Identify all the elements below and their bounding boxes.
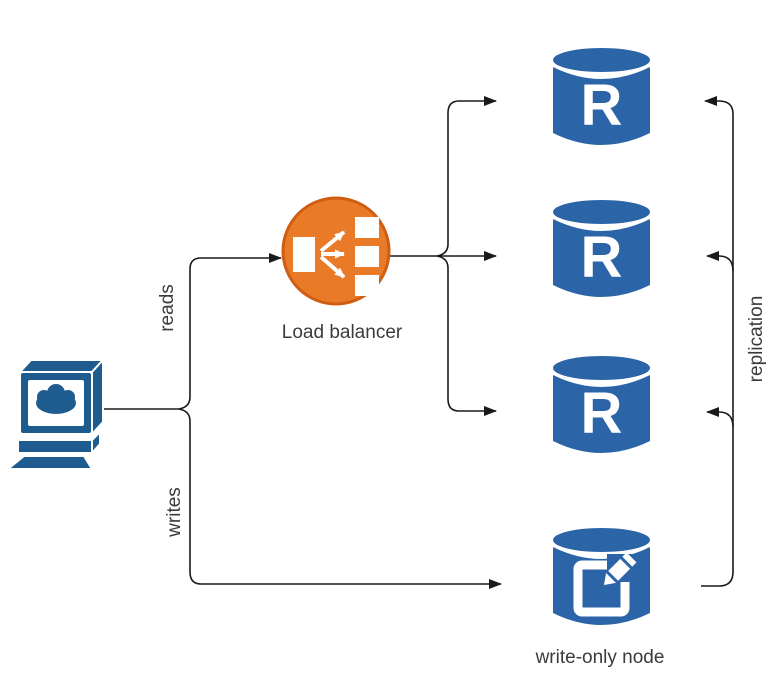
writes-edge-label: writes — [164, 487, 185, 537]
write-only-node-label: write-only node — [535, 647, 665, 668]
computer-base — [17, 439, 93, 454]
client-computer-icon[interactable] — [5, 357, 106, 470]
replication-main-edge — [701, 96, 734, 587]
lb-target-node-3 — [355, 275, 379, 296]
lb-target-node-1 — [355, 217, 379, 238]
computer-keyboard — [5, 455, 94, 470]
db-cylinder-top — [553, 356, 650, 380]
lb-to-replica-1-edge — [436, 96, 497, 257]
monitor-side-face — [91, 357, 104, 437]
reads-edge — [178, 253, 282, 410]
load-balancer-icon[interactable] — [281, 196, 391, 306]
db-letter: R — [581, 381, 623, 446]
lb-target-node-2 — [355, 246, 379, 267]
read-replica-2-icon[interactable]: R — [553, 200, 650, 297]
db-cylinder-top — [553, 48, 650, 72]
writes-edge — [178, 408, 502, 589]
lb-to-replica-3-edge — [436, 255, 497, 416]
computer-base-side — [91, 429, 101, 456]
db-letter: R — [581, 225, 623, 290]
reads-edge-label: reads — [157, 284, 178, 332]
read-replica-3-icon[interactable]: R — [553, 356, 650, 453]
db-letter: R — [581, 73, 623, 138]
db-cylinder-top — [553, 528, 650, 552]
lb-fanout-arrows-icon — [319, 230, 346, 279]
replication-edge-label: replication — [746, 295, 767, 383]
db-cylinder-body — [553, 67, 650, 145]
db-cylinder-body — [553, 375, 650, 453]
db-cylinder-body — [553, 219, 650, 297]
lb-input-node — [293, 237, 315, 272]
connectors-layer — [103, 96, 734, 589]
replication-to-replica-3-edge — [706, 407, 734, 428]
cloud-icon — [36, 384, 76, 414]
load-balancer-label: Load balancer — [281, 322, 403, 343]
write-only-node-icon[interactable] — [553, 528, 650, 625]
edit-pencil-icon — [573, 552, 637, 617]
db-cylinder-top — [553, 200, 650, 224]
replication-to-replica-2-edge — [706, 251, 734, 272]
read-replica-1-icon[interactable]: R — [553, 48, 650, 145]
monitor-top-face — [17, 359, 106, 373]
